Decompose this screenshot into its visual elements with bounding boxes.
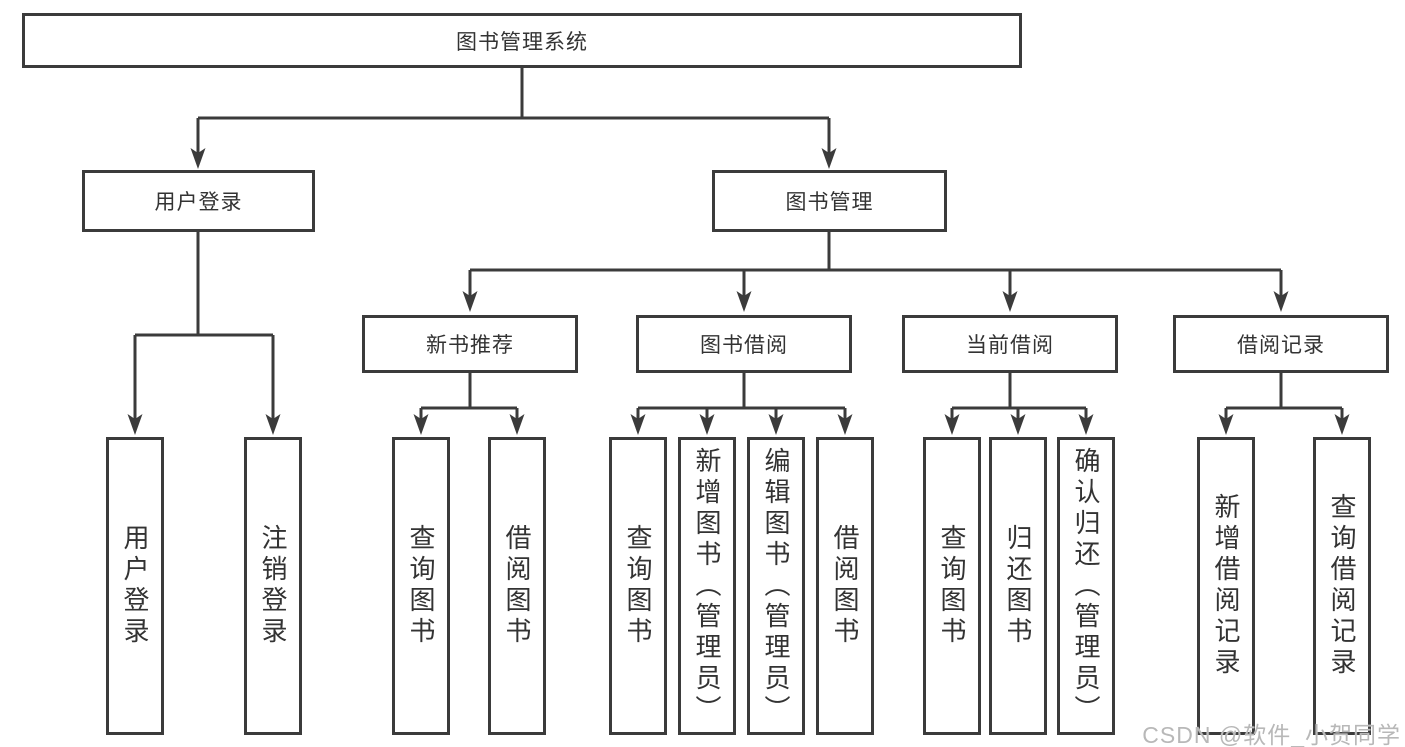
leaf-nb-borrow-book: 借阅图书 — [488, 437, 546, 735]
arrowhead-icon — [413, 414, 429, 435]
leaf-user-login-label: 用户登录 — [120, 524, 150, 648]
connector-path — [133, 68, 1344, 420]
leaf-rec-add-record-label: 新增借阅记录 — [1211, 493, 1241, 679]
leaf-bw-query-book-label: 查询图书 — [623, 524, 653, 648]
leaf-logout-login-label: 注销登录 — [258, 524, 288, 648]
arrowhead-icon — [1002, 291, 1018, 312]
leaf-cur-query-book-label: 查询图书 — [937, 524, 967, 648]
leaf-rec-query-record-label: 查询借阅记录 — [1327, 493, 1357, 679]
arrowhead-icon — [630, 414, 646, 435]
node-borrowing-records: 借阅记录 — [1173, 315, 1389, 373]
node-new-book-recommendation: 新书推荐 — [362, 315, 578, 373]
arrowhead-icon — [1218, 414, 1234, 435]
arrowhead-icon — [190, 148, 206, 169]
node-user-login-label: 用户登录 — [154, 191, 243, 214]
arrowhead-icon — [1273, 291, 1289, 312]
node-current-borrowing: 当前借阅 — [902, 315, 1118, 373]
node-library-system-label: 图书管理系统 — [456, 30, 588, 54]
node-book-borrowing: 图书借阅 — [636, 315, 852, 373]
leaf-bw-query-book: 查询图书 — [609, 437, 667, 735]
leaf-cur-return-book: 归还图书 — [989, 437, 1047, 735]
leaf-cur-confirm-return-admin: 确认归还（管理员） — [1057, 437, 1115, 735]
leaf-nb-borrow-book-label: 借阅图书 — [502, 524, 532, 648]
leaf-nb-query-book-label: 查询图书 — [406, 524, 436, 648]
arrowhead-icon — [944, 414, 960, 435]
arrowheads — [127, 148, 1350, 435]
leaf-logout-login: 注销登录 — [244, 437, 302, 735]
arrowhead-icon — [837, 414, 853, 435]
arrowhead-icon — [1078, 414, 1094, 435]
node-library-system: 图书管理系统 — [22, 13, 1022, 68]
arrowhead-icon — [736, 291, 752, 312]
node-book-management-label: 图书管理 — [785, 191, 874, 214]
leaf-cur-query-book: 查询图书 — [923, 437, 981, 735]
node-current-borrowing-label: 当前借阅 — [966, 334, 1054, 357]
node-user-login: 用户登录 — [82, 170, 315, 232]
node-new-book-recommendation-label: 新书推荐 — [426, 334, 514, 357]
leaf-cur-return-book-label: 归还图书 — [1003, 524, 1033, 648]
leaf-bw-edit-book-admin-label: 编辑图书（管理员） — [761, 446, 791, 726]
leaf-bw-borrow-book: 借阅图书 — [816, 437, 874, 735]
arrowhead-icon — [509, 414, 525, 435]
leaf-bw-add-book-admin-label: 新增图书（管理员） — [692, 446, 722, 726]
node-borrowing-records-label: 借阅记录 — [1237, 334, 1325, 357]
arrowhead-icon — [127, 414, 143, 435]
leaf-bw-borrow-book-label: 借阅图书 — [830, 524, 860, 648]
leaf-nb-query-book: 查询图书 — [392, 437, 450, 735]
arrowhead-icon — [821, 148, 837, 169]
arrowhead-icon — [462, 291, 478, 312]
leaf-bw-add-book-admin: 新增图书（管理员） — [678, 437, 736, 735]
leaf-rec-query-record: 查询借阅记录 — [1313, 437, 1371, 735]
arrowhead-icon — [265, 414, 281, 435]
leaf-bw-edit-book-admin: 编辑图书（管理员） — [747, 437, 805, 735]
arrowhead-icon — [1010, 414, 1026, 435]
node-book-borrowing-label: 图书借阅 — [700, 334, 788, 357]
arrowhead-icon — [699, 414, 715, 435]
leaf-rec-add-record: 新增借阅记录 — [1197, 437, 1255, 735]
leaf-cur-confirm-return-admin-label: 确认归还（管理员） — [1071, 446, 1101, 726]
node-book-management: 图书管理 — [712, 170, 947, 232]
arrowhead-icon — [1334, 414, 1350, 435]
leaf-user-login: 用户登录 — [106, 437, 164, 735]
arrowhead-icon — [768, 414, 784, 435]
csdn-watermark: CSDN @软件_小贺同学 — [1142, 722, 1401, 747]
